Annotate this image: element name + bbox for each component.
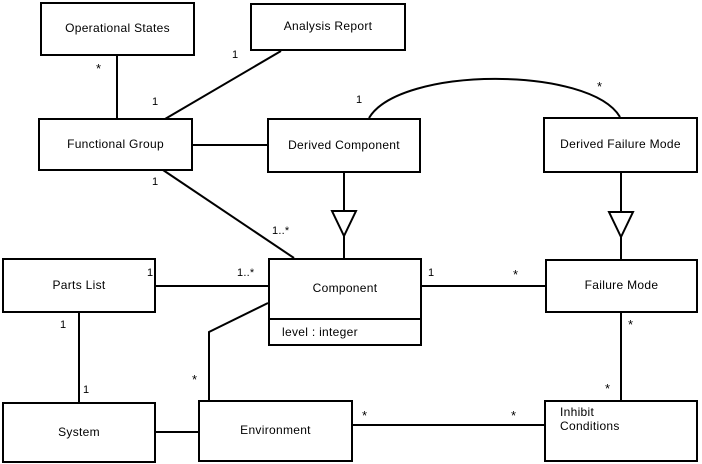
class-name-parts-list: Parts List [52,277,106,292]
multiplicity-label: 1..* [237,267,255,279]
class-name-system: System [58,424,100,439]
generalization-triangle-derived-component--component [330,210,358,239]
class-box-functional-group[interactable]: Functional Group [38,118,193,171]
class-name-derived-component: Derived Component [288,137,400,152]
class-box-derived-component[interactable]: Derived Component [267,118,421,173]
edge-derived-component--derived-failure-mode [368,77,621,119]
class-box-component[interactable]: Component level : integer [268,258,422,346]
class-name-derived-failure-mode: Derived Failure Mode [560,137,681,152]
class-box-system[interactable]: System [2,402,156,463]
multiplicity-label: * [96,61,102,76]
class-name-environment: Environment [240,423,311,438]
generalization-triangle-derived-failure-mode--failure-mode [607,211,635,240]
edge-functional-group--component [162,169,295,259]
class-name-inhibit-conditions: Inhibit Conditions [560,405,620,433]
multiplicity-label: 1 [152,176,159,188]
class-box-analysis-report[interactable]: Analysis Report [250,3,406,51]
class-box-inhibit-conditions[interactable]: Inhibit Conditions [544,400,698,462]
multiplicity-label: 1 [83,384,90,396]
multiplicity-label: * [362,408,368,423]
class-box-failure-mode[interactable]: Failure Mode [545,259,698,313]
multiplicity-label: 1 [356,94,363,106]
class-attribute-component-0: level : integer [270,318,420,344]
multiplicity-label: 1 [428,267,435,279]
class-box-operational-states[interactable]: Operational States [40,2,195,56]
class-name-operational-states: Operational States [65,21,170,36]
edge-component--environment [208,302,269,400]
multiplicity-label: * [628,317,634,332]
class-box-environment[interactable]: Environment [198,400,353,462]
class-name-component: Component [312,281,378,296]
class-name-functional-group: Functional Group [67,136,164,151]
class-box-derived-failure-mode[interactable]: Derived Failure Mode [543,117,698,173]
edge-functional-group--analysis-report [164,50,282,120]
multiplicity-label: * [192,372,198,387]
class-box-parts-list[interactable]: Parts List [2,258,156,313]
multiplicity-label: * [511,408,517,423]
multiplicity-label: * [597,79,603,94]
multiplicity-label: 1 [147,267,154,279]
class-name-analysis-report: Analysis Report [283,19,373,34]
multiplicity-label: 1 [60,319,67,331]
multiplicity-label: 1..* [272,225,290,237]
multiplicity-label: * [605,381,611,396]
multiplicity-label: 1 [152,96,159,108]
multiplicity-label: 1 [232,49,239,61]
class-name-failure-mode: Failure Mode [584,278,659,293]
multiplicity-label: * [513,267,519,282]
